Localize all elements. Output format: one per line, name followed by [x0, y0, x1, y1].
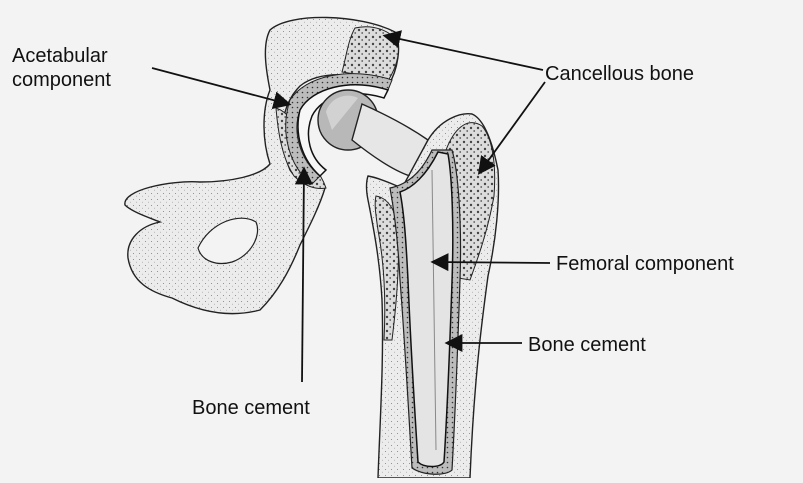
label-acetabular-line-2: component: [12, 68, 111, 92]
label-acetabular-component: Acetabular component: [12, 44, 111, 92]
arrow-cancellous-bone-pelvis: [386, 36, 543, 70]
arrow-femoral-component: [434, 262, 550, 263]
label-femoral-component: Femoral component: [556, 252, 734, 276]
arrow-cancellous-bone-femur: [480, 82, 545, 172]
label-cancellous-bone: Cancellous bone: [545, 62, 694, 86]
label-acetabular-line-1: Acetabular: [12, 44, 111, 68]
label-bone-cement-acetabular: Bone cement: [192, 396, 310, 420]
label-bone-cement-femoral: Bone cement: [528, 333, 646, 357]
